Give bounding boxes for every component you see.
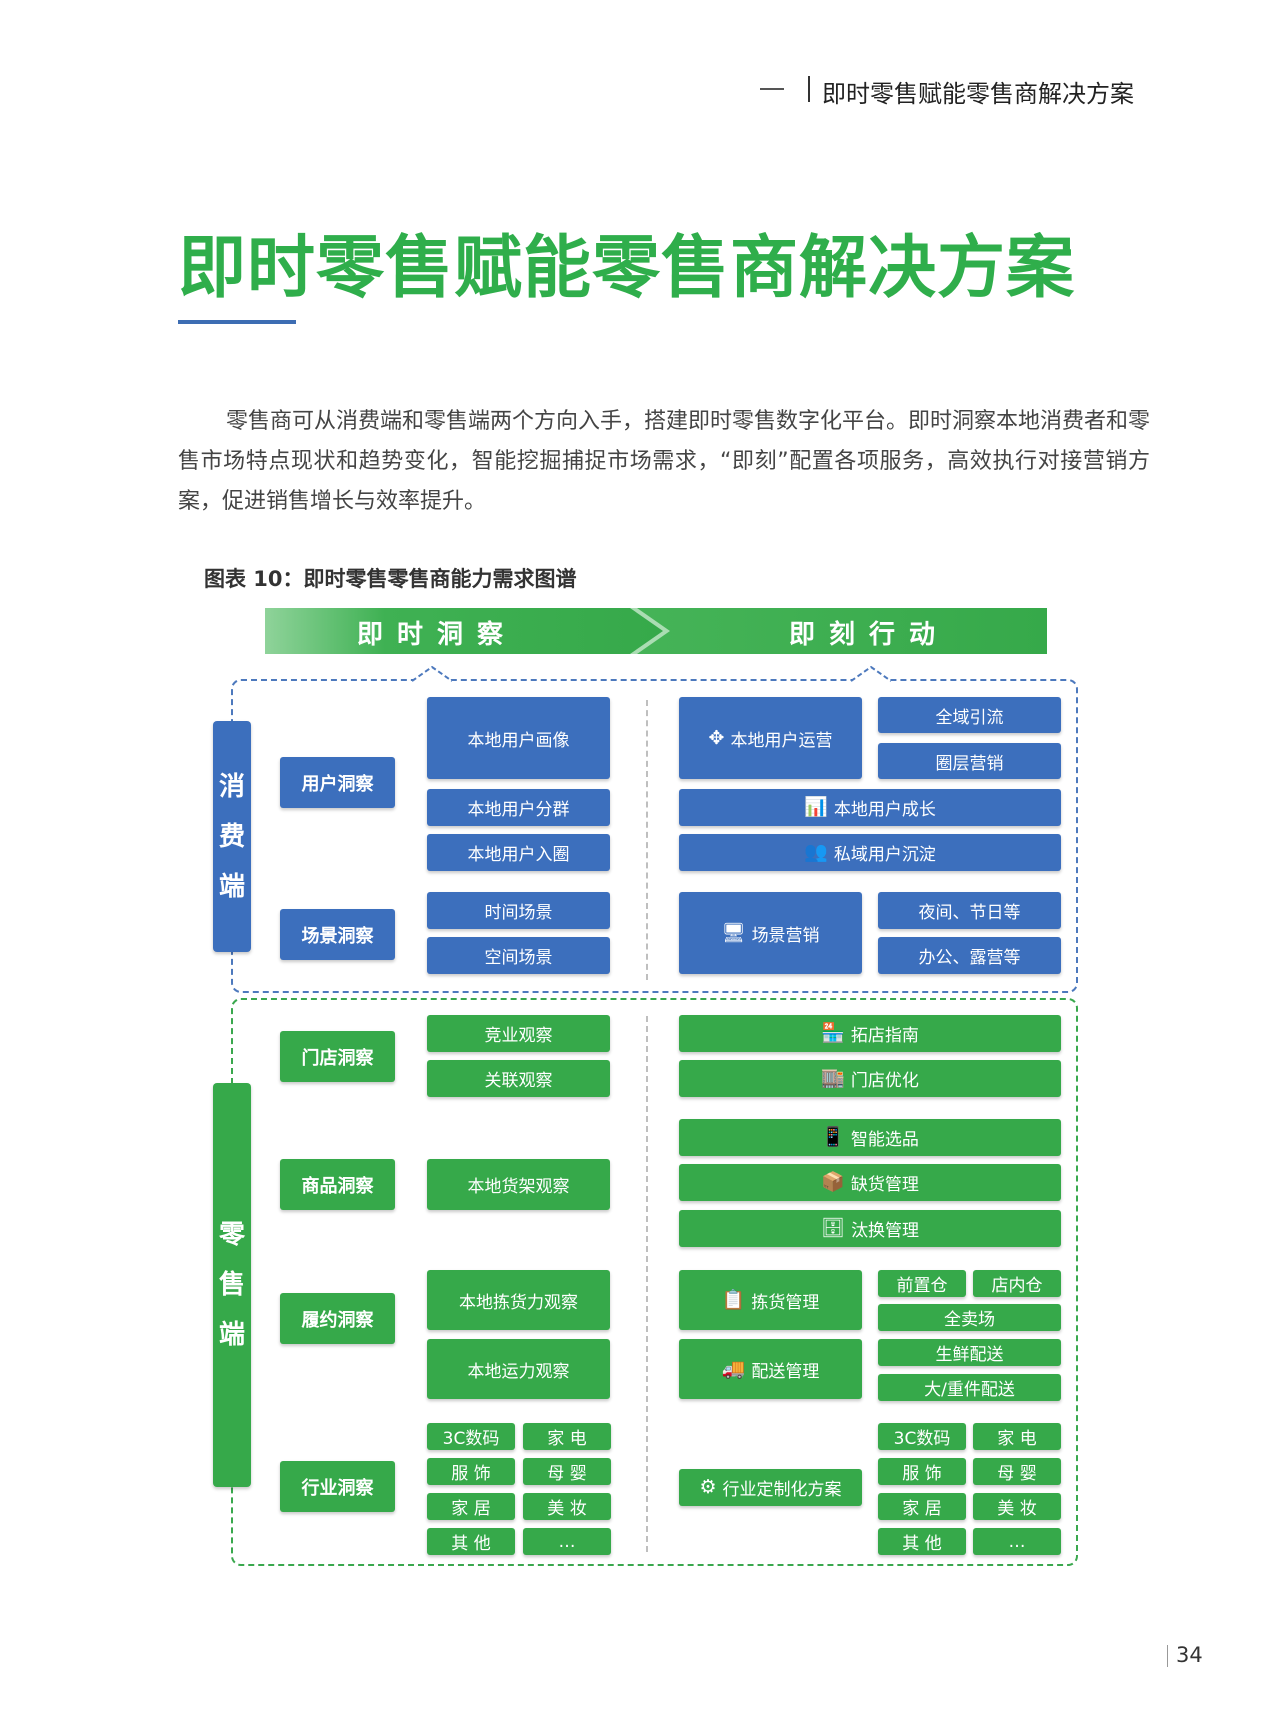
- picking-management: 📋 拣货管理: [679, 1270, 862, 1330]
- users-icon: 👥: [804, 841, 828, 863]
- industry-item: 母 婴: [523, 1458, 611, 1485]
- circle-marketing: 圈层营销: [878, 743, 1061, 779]
- store-gear-icon: 🏬: [821, 1067, 845, 1089]
- in-store-warehouse: 店内仓: [973, 1270, 1061, 1297]
- delivery-icon: 🚚: [721, 1357, 746, 1380]
- fresh-delivery: 生鲜配送: [878, 1339, 1061, 1366]
- banner-left-label: 即时洞察: [357, 620, 518, 650]
- banner-right-label: 即刻行动: [789, 620, 950, 650]
- full-store: 全卖场: [878, 1304, 1061, 1331]
- custom-industry-item: 美 妆: [973, 1493, 1061, 1520]
- store-icon: 🏪: [821, 1022, 845, 1044]
- custom-industry-item: 服 饰: [878, 1458, 966, 1485]
- picking-icon: 📋: [721, 1288, 746, 1311]
- industry-item: …: [523, 1528, 611, 1555]
- front-warehouse: 前置仓: [878, 1270, 966, 1297]
- consumer-divider: [646, 700, 648, 980]
- replace-management: 🗄 汰换管理: [679, 1210, 1061, 1247]
- industry-custom-solution: ⚙ 行业定制化方案: [679, 1469, 862, 1506]
- heavy-delivery: 大/重件配送: [878, 1374, 1061, 1401]
- phone-shirt-icon: 📱: [821, 1126, 845, 1148]
- frame-notch-left: [412, 666, 452, 682]
- store-expansion: 🏪 拓店指南: [679, 1015, 1061, 1052]
- local-user-growth: 📊 本地用户成长: [679, 789, 1061, 826]
- title-underline: [178, 320, 296, 324]
- header-divider: [808, 76, 810, 102]
- space-scene: 空间场景: [427, 937, 610, 974]
- industry-item: 美 妆: [523, 1493, 611, 1520]
- local-user-circle: 本地用户入圈: [427, 834, 610, 871]
- industry-item: 家 电: [523, 1423, 611, 1450]
- page-number: 34: [1176, 1643, 1203, 1667]
- smart-selection: 📱 智能选品: [679, 1119, 1061, 1156]
- diagram-banner: 即时洞察 即刻行动: [265, 608, 1047, 654]
- local-shelf-observe: 本地货架观察: [427, 1159, 610, 1210]
- local-user-profile: 本地用户画像: [427, 697, 610, 779]
- fulfil-insight-label: 履约洞察: [280, 1293, 395, 1344]
- stockout-management: 📦 缺货管理: [679, 1164, 1061, 1201]
- custom-industry-item: 家 电: [973, 1423, 1061, 1450]
- related-observe: 关联观察: [427, 1060, 610, 1097]
- custom-industry-item: 3C数码: [878, 1423, 966, 1450]
- network-icon: ✥: [708, 726, 725, 749]
- chart-growth-icon: 📊: [804, 796, 828, 818]
- store-optimize: 🏬 门店优化: [679, 1060, 1061, 1097]
- store-insight-label: 门店洞察: [280, 1031, 395, 1082]
- page-number-divider: [1167, 1645, 1168, 1667]
- local-user-ops: ✥ 本地用户运营: [679, 697, 862, 779]
- monitor-icon: 🖥: [721, 921, 746, 944]
- retail-side-label: 零 售 端: [213, 1083, 251, 1487]
- industry-item: 家 居: [427, 1493, 515, 1520]
- custom-industry-item: 家 居: [878, 1493, 966, 1520]
- intro-paragraph: 零售商可从消费端和零售端两个方向入手，搭建即时零售数字化平台。即时洞察本地消费者…: [178, 409, 1151, 514]
- competitor-observe: 竞业观察: [427, 1015, 610, 1052]
- custom-industry-item: …: [973, 1528, 1061, 1555]
- custom-industry-item: 其 他: [878, 1528, 966, 1555]
- header-section-title: 即时零售赋能零售商解决方案: [822, 80, 1134, 108]
- consumer-side-label: 消 费 端: [213, 721, 251, 952]
- gear-icon: ⚙: [699, 1476, 717, 1498]
- local-picking-observe: 本地拣货力观察: [427, 1270, 610, 1330]
- scene-insight-label: 场景洞察: [280, 909, 395, 960]
- delivery-management: 🚚 配送管理: [679, 1339, 862, 1399]
- industry-insight-label: 行业洞察: [280, 1461, 395, 1512]
- custom-industry-item: 母 婴: [973, 1458, 1061, 1485]
- scene-marketing: 🖥 场景营销: [679, 892, 862, 974]
- industry-item: 3C数码: [427, 1423, 515, 1450]
- local-user-segment: 本地用户分群: [427, 789, 610, 826]
- omni-traffic: 全域引流: [878, 697, 1061, 733]
- time-scene: 时间场景: [427, 892, 610, 929]
- product-insight-label: 商品洞察: [280, 1159, 395, 1210]
- shelf-icon: 🗄: [820, 1217, 846, 1239]
- private-user-retention: 👥 私域用户沉淀: [679, 834, 1061, 871]
- stockout-icon: 📦: [821, 1171, 845, 1193]
- header-dash: [760, 88, 784, 90]
- night-holiday: 夜间、节日等: [878, 892, 1061, 929]
- industry-item: 其 他: [427, 1528, 515, 1555]
- figure-caption: 图表 10：即时零售零售商能力需求图谱: [204, 567, 577, 591]
- frame-notch-right: [851, 666, 891, 682]
- page-title: 即时零售赋能零售商解决方案: [178, 229, 1076, 308]
- industry-item: 服 饰: [427, 1458, 515, 1485]
- user-insight-label: 用户洞察: [280, 757, 395, 808]
- banner-arrow-shape: [265, 608, 1047, 654]
- office-camping: 办公、露营等: [878, 937, 1061, 974]
- retail-divider: [646, 1016, 648, 1552]
- local-delivery-observe: 本地运力观察: [427, 1339, 610, 1399]
